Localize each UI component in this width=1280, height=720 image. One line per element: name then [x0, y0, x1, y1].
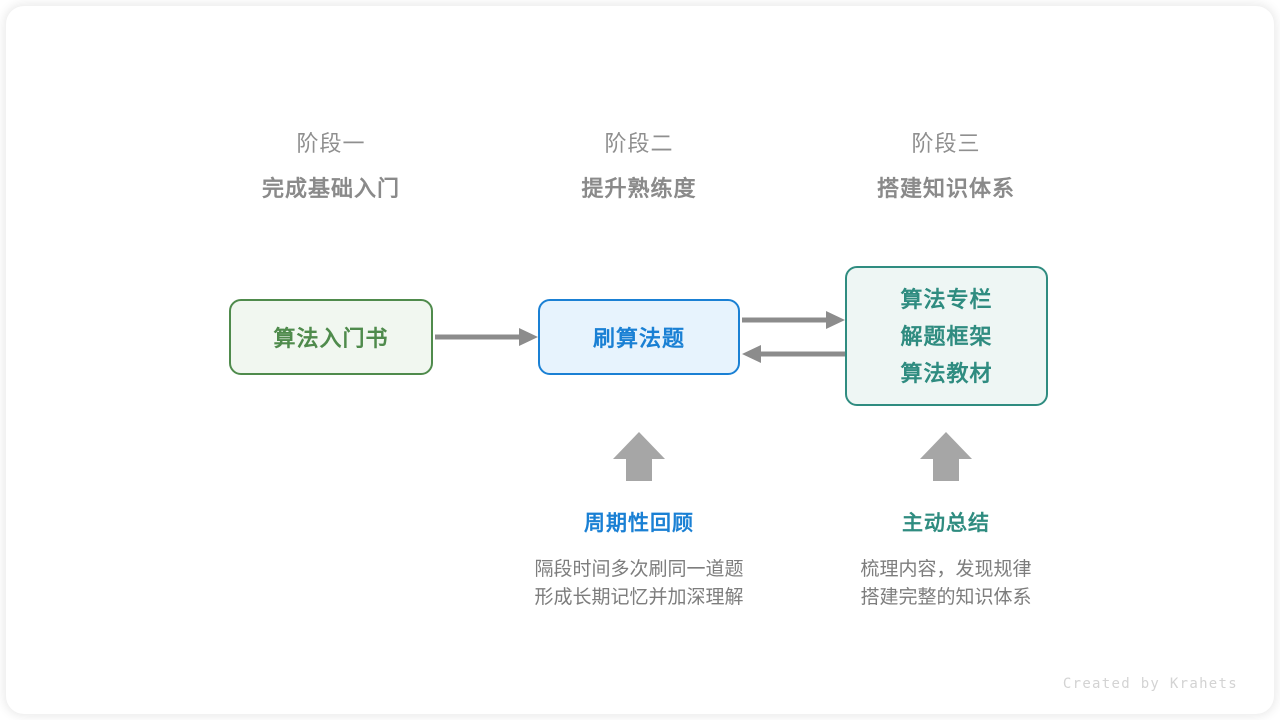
annotation-active-summary: 主动总结 梳理内容，发现规律 搭建完整的知识体系 [796, 509, 1096, 612]
stage-title-1: 完成基础入门 [261, 176, 400, 201]
annotation-periodic-review-desc-line-1: 隔段时间多次刷同一道题 [534, 559, 744, 580]
annotation-periodic-review-desc-line-2: 形成长期记忆并加深理解 [534, 587, 744, 608]
node-resource-line-2: 解题框架 [900, 323, 993, 349]
annotation-active-summary-desc-line-2: 搭建完整的知识体系 [860, 587, 1032, 608]
annotation-periodic-review: 周期性回顾 隔段时间多次刷同一道题 形成长期记忆并加深理解 [489, 509, 789, 612]
node-intro-book-label: 算法入门书 [273, 326, 389, 351]
node-intro-book[interactable]: 算法入门书 [229, 299, 433, 375]
stage-header-3: 阶段三 搭建知识体系 [816, 129, 1076, 205]
node-resource-line-1: 算法专栏 [900, 286, 993, 312]
annotation-active-summary-desc: 梳理内容，发现规律 搭建完整的知识体系 [796, 556, 1096, 612]
credit-text: Created by Krahets [1062, 676, 1238, 692]
annotation-active-summary-desc-line-1: 梳理内容，发现规律 [860, 559, 1032, 580]
node-knowledge-resources[interactable]: 算法专栏 解题框架 算法教材 [845, 266, 1048, 406]
stage-title-3: 搭建知识体系 [876, 176, 1015, 201]
stage-label-1: 阶段一 [296, 131, 366, 156]
stage-label-3: 阶段三 [911, 131, 981, 156]
node-resource-line-3: 算法教材 [900, 360, 993, 386]
node-practice-problems[interactable]: 刷算法题 [538, 299, 740, 375]
annotation-periodic-review-title: 周期性回顾 [584, 512, 694, 535]
node-practice-problems-label: 刷算法题 [592, 326, 685, 351]
annotation-active-summary-title: 主动总结 [902, 512, 990, 535]
stage-label-2: 阶段二 [604, 131, 674, 156]
stage-title-2: 提升熟练度 [581, 176, 697, 201]
stage-header-2: 阶段二 提升熟练度 [509, 129, 769, 205]
stage-header-1: 阶段一 完成基础入门 [201, 129, 461, 205]
annotation-periodic-review-desc: 隔段时间多次刷同一道题 形成长期记忆并加深理解 [489, 556, 789, 612]
